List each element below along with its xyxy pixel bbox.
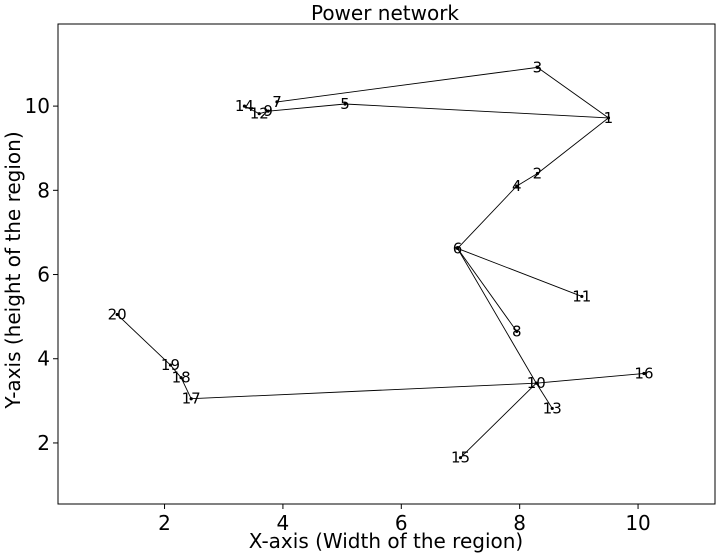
node-19-point xyxy=(168,363,173,367)
node-2-label: 2 xyxy=(533,164,543,182)
node-18-point xyxy=(179,376,183,380)
y-tick-label-2: 2 xyxy=(37,431,50,455)
node-20-label: 20 xyxy=(108,306,127,324)
node-10-label: 10 xyxy=(527,374,546,392)
y-axis-label: Y-axis (height of the region) xyxy=(1,131,25,409)
edge-1-5 xyxy=(345,103,609,119)
edge-5-9 xyxy=(268,103,346,112)
node-8-point xyxy=(515,329,519,333)
node-11-point xyxy=(580,294,584,299)
edge-1-2 xyxy=(537,117,609,174)
x-tick-label-4: 4 xyxy=(277,511,290,535)
y-axis-ticks: 2 4 6 8 10 xyxy=(25,94,58,455)
edge-6-11 xyxy=(457,248,582,297)
node-15-point xyxy=(458,456,463,460)
node-10-point xyxy=(534,381,538,385)
node-13-point xyxy=(550,406,554,411)
x-axis-label: X-axis (Width of the region) xyxy=(249,529,523,553)
node-7-point xyxy=(275,100,279,104)
node-3-label: 3 xyxy=(533,58,543,76)
node-5-point xyxy=(343,102,347,106)
edge-10-15 xyxy=(460,382,537,459)
x-tick-label-8: 8 xyxy=(513,511,526,535)
node-11-label: 11 xyxy=(572,287,591,305)
edge-12-14 xyxy=(244,105,260,115)
node-2-point xyxy=(535,171,540,176)
edge-18-19 xyxy=(170,364,182,378)
node-20-point xyxy=(115,312,119,317)
edge-2-4 xyxy=(516,173,538,187)
node-19-label: 19 xyxy=(161,356,180,374)
edge-10-17 xyxy=(191,382,537,400)
node-1-point xyxy=(606,116,611,120)
edge-1-3 xyxy=(537,67,609,119)
edge-17-18 xyxy=(180,377,192,399)
node-8-label: 8 xyxy=(512,322,522,340)
y-tick-label-4: 4 xyxy=(37,347,50,371)
y-tick-label-8: 8 xyxy=(37,178,50,202)
node-12-point xyxy=(257,112,261,116)
node-9-point xyxy=(266,109,270,113)
node-15-label: 15 xyxy=(451,449,470,467)
node-17-point xyxy=(189,397,193,401)
node-4-point xyxy=(515,184,519,188)
chart-title: Power network xyxy=(311,1,459,25)
node-6-point xyxy=(455,246,460,251)
x-axis-ticks: 2 4 6 8 10 xyxy=(158,504,651,535)
node-17-label: 17 xyxy=(182,390,201,408)
edge-6-10 xyxy=(457,248,537,384)
node-12-label: 12 xyxy=(250,105,269,123)
node-14-label: 14 xyxy=(235,97,254,115)
node-9-label: 9 xyxy=(263,102,273,120)
edge-19-20 xyxy=(116,314,171,366)
node-7-label: 7 xyxy=(272,93,282,111)
node-6-label: 6 xyxy=(453,239,463,257)
node-4-label: 4 xyxy=(512,177,522,195)
edge-4-6 xyxy=(457,185,518,249)
node-3-point xyxy=(535,65,540,69)
edge-10-16 xyxy=(536,373,645,384)
node-1-label: 1 xyxy=(604,109,614,127)
edge-6-8 xyxy=(457,248,518,332)
node-16-label: 16 xyxy=(634,364,653,382)
x-tick-label-10: 10 xyxy=(625,511,650,535)
y-tick-label-6: 6 xyxy=(37,263,50,287)
node-18-label: 18 xyxy=(172,369,191,387)
x-tick-label-6: 6 xyxy=(395,511,408,535)
y-tick-label-10: 10 xyxy=(25,94,50,118)
node-16-point xyxy=(642,371,646,376)
edge-10-13 xyxy=(535,382,553,409)
node-5-label: 5 xyxy=(340,95,350,113)
plot-area xyxy=(57,23,716,505)
node-13-label: 13 xyxy=(543,399,562,417)
x-tick-label-2: 2 xyxy=(158,511,171,535)
node-14-point xyxy=(242,104,247,108)
edge-3-7 xyxy=(276,66,538,103)
